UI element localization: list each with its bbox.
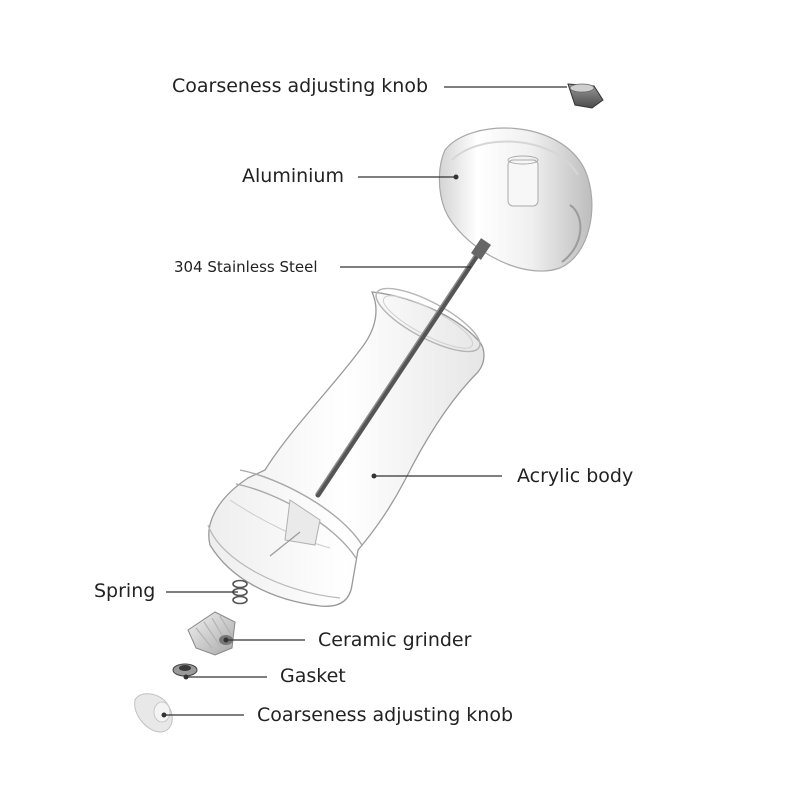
label-body: Acrylic body (517, 467, 633, 486)
grinder-part (188, 612, 235, 655)
gasket-part (173, 664, 197, 676)
cap-part (439, 128, 592, 271)
label-gasket: Gasket (280, 667, 346, 686)
label-grinder: Ceramic grinder (318, 631, 471, 650)
body-part (208, 277, 488, 606)
label-bottom-knob: Coarseness adjusting knob (257, 706, 513, 725)
top-knob-part (568, 84, 603, 108)
bottom-knob-part (135, 694, 173, 732)
label-steel: 304 Stainless Steel (174, 260, 318, 275)
label-aluminium: Aluminium (242, 167, 344, 186)
label-top-knob: Coarseness adjusting knob (172, 77, 428, 96)
label-spring: Spring (94, 582, 155, 601)
